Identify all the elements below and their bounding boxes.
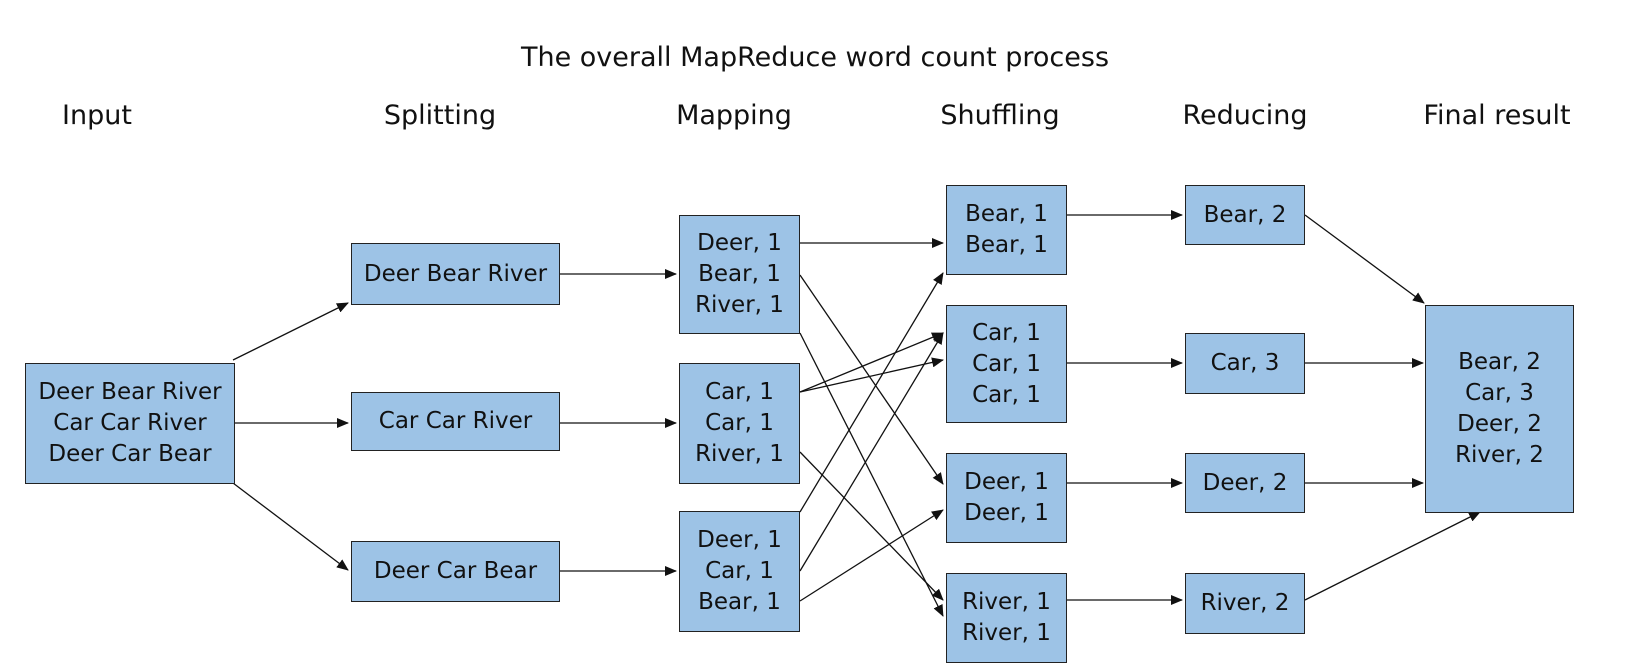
map-line: Deer, 1	[697, 527, 782, 553]
connector-arrow	[1304, 214, 1425, 304]
map-line: Bear, 1	[698, 261, 781, 287]
final-line: River, 2	[1455, 442, 1544, 468]
connector-arrow	[799, 451, 944, 601]
split-box-1: Deer Bear River	[351, 243, 560, 305]
map-line: Car, 1	[705, 558, 774, 584]
reduce-box-car: Car, 3	[1185, 333, 1305, 394]
split-box-3: Deer Car Bear	[351, 541, 560, 602]
connector-arrow	[799, 332, 944, 617]
split-line: Deer Car Bear	[373, 558, 538, 584]
split-box-2: Car Car River	[351, 392, 560, 451]
input-box: Deer Bear River Car Car River Deer Car B…	[25, 363, 235, 484]
shuffle-line: Car, 1	[972, 381, 1041, 408]
final-line: Car, 3	[1465, 380, 1534, 406]
shuffle-line: Car, 1	[972, 350, 1041, 377]
final-line: Bear, 2	[1458, 349, 1541, 375]
stage-label-shuffling: Shuffling	[940, 100, 1060, 131]
shuffle-line: River, 1	[962, 589, 1051, 615]
connector-arrow	[799, 274, 944, 485]
map-line: Deer, 1	[697, 230, 782, 256]
connector-arrow	[1304, 511, 1481, 601]
shuffle-box-car: Car, 1 Car, 1 Car, 1	[946, 305, 1067, 423]
connector-arrow	[799, 332, 944, 572]
shuffle-line: River, 1	[962, 620, 1051, 646]
final-result-box: Bear, 2 Car, 3 Deer, 2 River, 2	[1425, 305, 1574, 513]
map-box-3: Deer, 1 Car, 1 Bear, 1	[679, 511, 800, 632]
connector-arrow	[799, 332, 944, 393]
connector-arrow	[232, 482, 349, 571]
connector-arrow	[799, 357, 944, 393]
stage-label-input: Input	[62, 100, 132, 131]
reduce-box-river: River, 2	[1185, 573, 1305, 634]
map-line: River, 1	[695, 292, 784, 318]
map-line: Car, 1	[705, 379, 774, 405]
connector-arrow	[232, 302, 349, 361]
reduce-line: Deer, 2	[1202, 469, 1288, 496]
shuffle-box-river: River, 1 River, 1	[946, 573, 1067, 663]
reduce-line: River, 2	[1200, 590, 1290, 616]
shuffle-box-deer: Deer, 1 Deer, 1	[946, 453, 1067, 543]
reduce-line: Car, 3	[1210, 350, 1280, 376]
split-line: Car Car River	[378, 408, 533, 434]
input-line: Deer Bear River	[38, 379, 222, 405]
shuffle-box-bear: Bear, 1 Bear, 1	[946, 185, 1067, 275]
shuffle-line: Bear, 1	[965, 201, 1048, 227]
stage-label-reducing: Reducing	[1182, 100, 1308, 131]
map-line: Car, 1	[705, 410, 774, 436]
connector-arrow	[799, 272, 944, 513]
connector-arrow	[799, 509, 944, 602]
diagram-title: The overall MapReduce word count process	[520, 42, 1110, 73]
map-box-1: Deer, 1 Bear, 1 River, 1	[679, 215, 800, 334]
reduce-box-deer: Deer, 2	[1185, 453, 1305, 513]
map-box-2: Car, 1 Car, 1 River, 1	[679, 363, 800, 484]
stage-label-splitting: Splitting	[383, 100, 497, 131]
reduce-line: Bear, 2	[1203, 201, 1287, 228]
map-line: River, 1	[695, 441, 784, 467]
input-line: Deer Car Bear	[48, 441, 212, 467]
stage-label-final-result: Final result	[1423, 100, 1571, 131]
map-line: Bear, 1	[698, 589, 781, 615]
split-line: Deer Bear River	[363, 260, 548, 287]
shuffle-line: Deer, 1	[964, 500, 1049, 526]
shuffle-line: Bear, 1	[965, 232, 1048, 258]
reduce-box-bear: Bear, 2	[1185, 185, 1305, 245]
shuffle-line: Deer, 1	[964, 469, 1049, 495]
shuffle-line: Car, 1	[972, 319, 1041, 346]
stage-label-mapping: Mapping	[676, 100, 792, 131]
final-line: Deer, 2	[1457, 411, 1542, 437]
input-line: Car Car River	[53, 410, 207, 436]
